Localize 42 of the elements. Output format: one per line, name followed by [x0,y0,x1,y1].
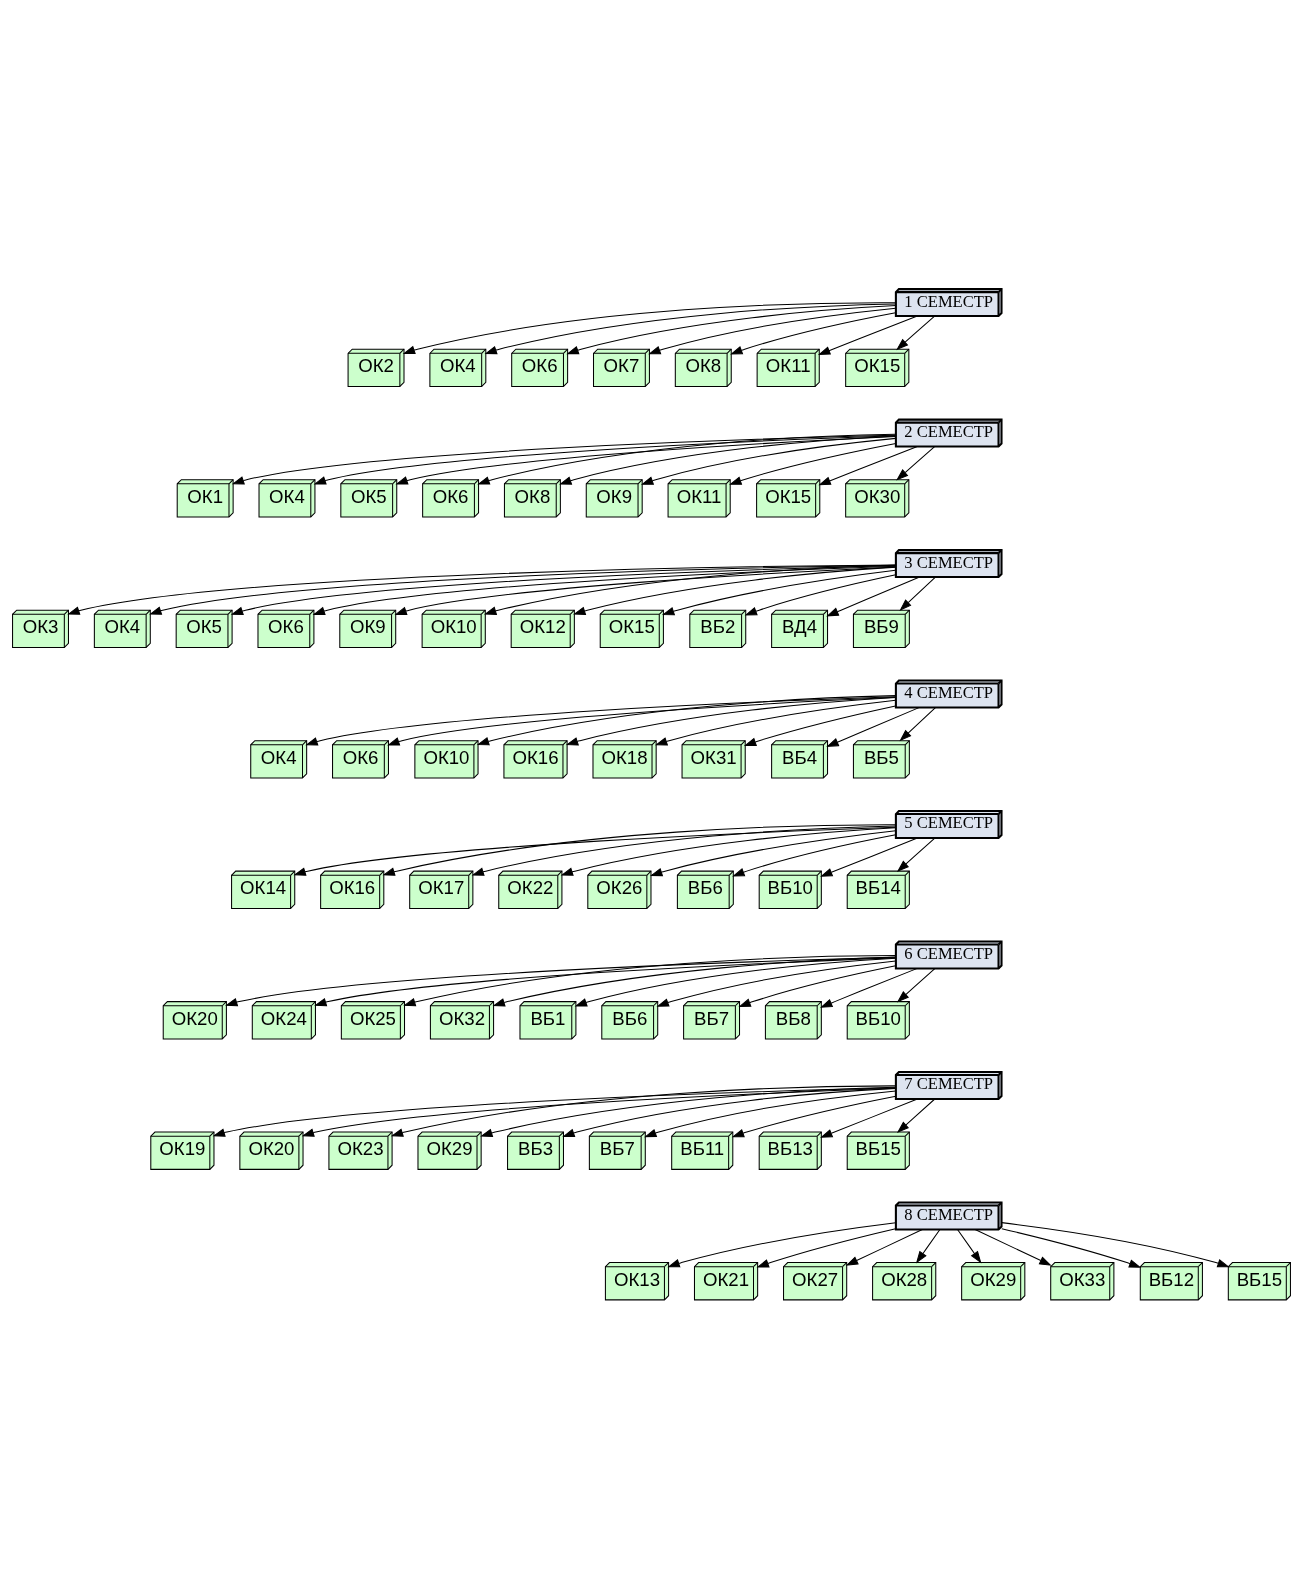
arrow [483,564,897,615]
arrow [729,442,897,485]
arrow [744,574,897,616]
arrow [560,827,897,876]
arrow [566,305,897,355]
arrow [957,1228,982,1264]
arrow [896,315,936,351]
arrow [565,696,897,746]
arrow [732,834,897,877]
arrow [896,968,936,1003]
arrow [818,446,918,486]
arrow [644,1090,897,1138]
arrow [915,1228,941,1264]
arrow [756,1228,897,1268]
arrow [640,437,897,485]
arrow [820,1098,918,1138]
arrow [743,705,897,746]
arrow [394,566,897,616]
arrow [559,435,897,485]
arrow [480,1086,897,1138]
arrow [1001,1228,1142,1268]
arrow [667,1222,897,1268]
arrow [974,1228,1052,1266]
arrow [661,569,896,616]
arrow [573,566,897,615]
arrow [896,837,936,873]
arrow [845,1228,923,1266]
arrow [731,1095,897,1138]
arrow [820,837,918,877]
arrow [650,830,897,877]
arrow [730,312,897,355]
arrow [826,576,920,617]
arrow [899,576,936,611]
arrow [648,307,897,355]
arrow [476,695,897,746]
arrow [899,707,936,742]
arrow [390,1085,897,1137]
arrow [896,1098,936,1134]
arrow [654,699,897,746]
arrow [484,303,897,355]
arrow [562,1087,897,1138]
arrow [896,446,936,481]
